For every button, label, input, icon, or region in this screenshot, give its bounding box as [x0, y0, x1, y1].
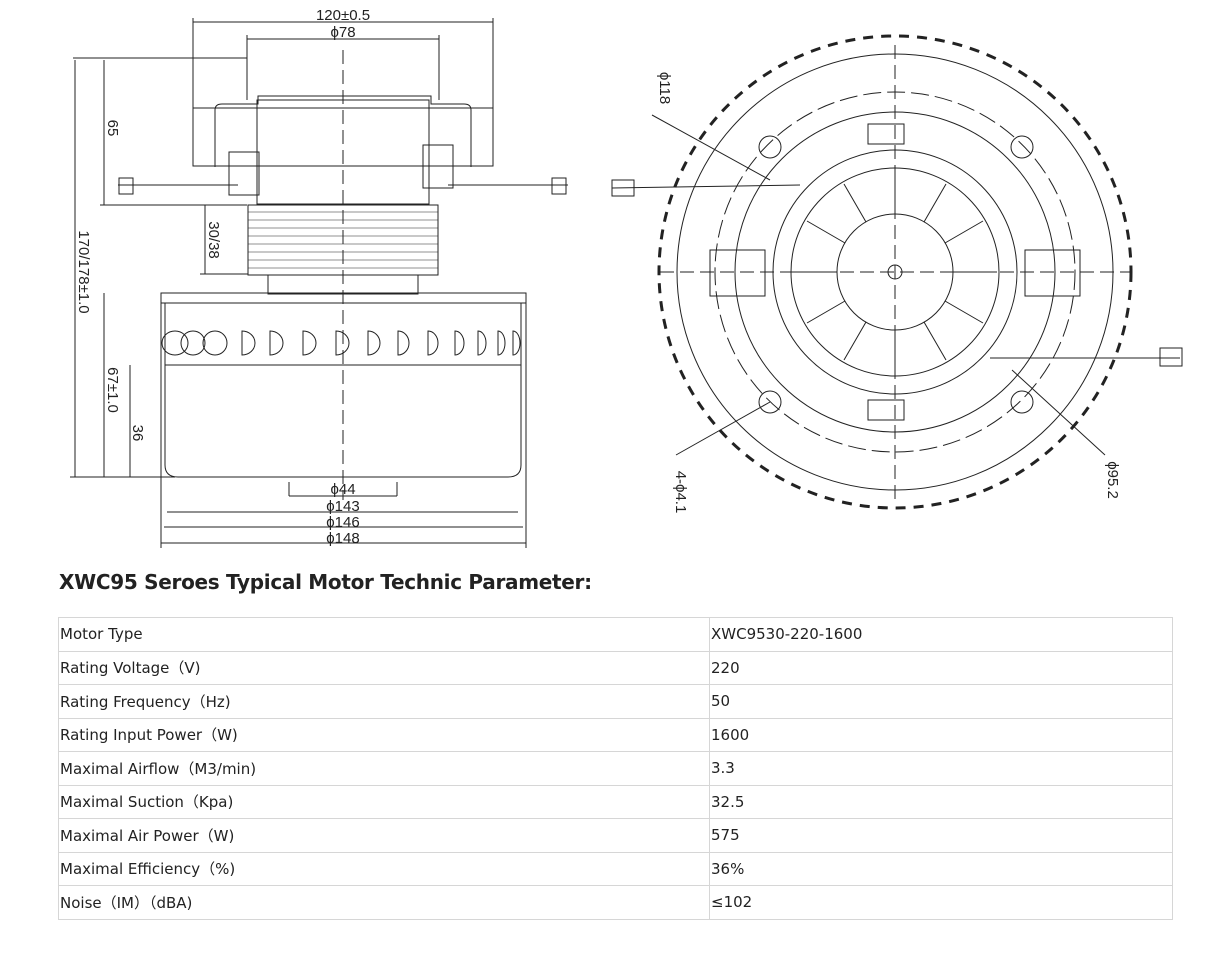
parameter-label: Maximal Air Power（W) — [58, 818, 710, 853]
table-row: Rating Frequency（Hz)50 — [58, 684, 1173, 719]
dim-dia-148-label: ϕ148 — [326, 530, 359, 547]
parameter-section-title: XWC95 Seroes Typical Motor Technic Param… — [59, 570, 592, 594]
dim-pitch-label: ϕ95.2 — [1104, 461, 1121, 499]
parameter-value: 32.5 — [709, 784, 1173, 819]
table-row: Maximal Airflow（M3/min)3.3 — [58, 751, 1173, 786]
dim-fan-lower-label: 36 — [129, 425, 146, 442]
dim-top-height-label: 65 — [104, 120, 121, 137]
parameter-label: Rating Voltage（V) — [58, 650, 710, 685]
dim-fan-height-label: 67±1.0 — [104, 367, 121, 413]
parameter-value: ≤102 — [709, 885, 1173, 920]
dim-holes-label: 4-ϕ4.1 — [672, 471, 689, 514]
dim-dia-146-label: ϕ146 — [326, 514, 359, 531]
parameter-value: 3.3 — [709, 751, 1173, 786]
fan-vanes — [161, 330, 521, 356]
dim-width-label: 120±0.5 — [316, 7, 370, 24]
dim-top-dia-label: ϕ78 — [330, 24, 355, 41]
dim-dia-44-label: ϕ44 — [330, 481, 355, 498]
motor-technical-drawing: 120±0.5 ϕ78 65 30/38 170/178±1.0 67±1.0 … — [70, 7, 1183, 548]
parameter-value: 50 — [709, 684, 1173, 719]
parameter-label: Rating Input Power（W) — [58, 717, 710, 752]
table-row: Maximal Suction（Kpa)32.5 — [58, 784, 1173, 819]
parameter-value: 220 — [709, 650, 1173, 685]
parameter-label: Maximal Suction（Kpa) — [58, 784, 710, 819]
parameter-value: XWC9530-220-1600 — [709, 617, 1173, 652]
table-row: Rating Input Power（W)1600 — [58, 717, 1173, 752]
table-row: Maximal Efficiency（%)36% — [58, 851, 1173, 886]
parameter-label: Motor Type — [58, 617, 710, 652]
parameter-value: 36% — [709, 851, 1173, 886]
dim-stack-label: 30/38 — [205, 221, 222, 259]
parameter-value: 575 — [709, 818, 1173, 853]
table-row: Maximal Air Power（W)575 — [58, 818, 1173, 853]
parameter-value: 1600 — [709, 717, 1173, 752]
table-row: Noise（IM）（dBA)≤102 — [58, 885, 1173, 920]
parameter-label: Rating Frequency（Hz) — [58, 684, 710, 719]
parameter-label: Noise（IM）（dBA) — [58, 885, 710, 920]
parameter-label: Maximal Efficiency（%) — [58, 851, 710, 886]
side-view-drawing: 120±0.5 ϕ78 65 30/38 170/178±1.0 67±1.0 … — [70, 7, 568, 548]
table-row: Rating Voltage（V)220 — [58, 650, 1173, 685]
mounting-holes — [758, 135, 1034, 414]
dim-total-height-label: 170/178±1.0 — [75, 230, 92, 313]
parameter-label: Maximal Airflow（M3/min) — [58, 751, 710, 786]
top-view-drawing: ϕ118 ϕ95.2 4-ϕ4.1 — [611, 34, 1183, 514]
dim-outer-label: ϕ118 — [656, 72, 673, 104]
dim-dia-143-label: ϕ143 — [326, 498, 359, 515]
